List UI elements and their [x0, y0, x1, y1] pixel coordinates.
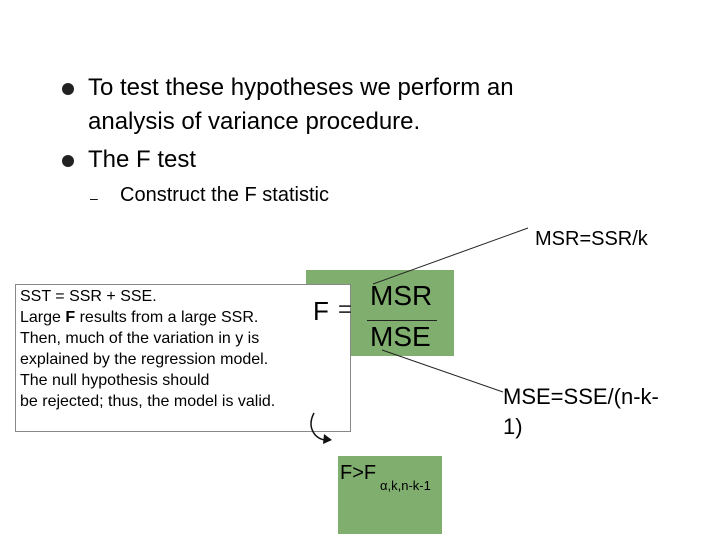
note-bold-f: F	[65, 309, 76, 326]
note-line-1: SST = SSR + SSE.	[20, 288, 157, 305]
f-critical-subscript: α,k,n-k-1	[380, 478, 431, 493]
formula-denominator: MSE	[370, 321, 431, 352]
f-critical-box	[338, 456, 442, 534]
mse-callout-line-2: 1)	[503, 414, 523, 439]
formula-lhs: F	[313, 296, 329, 326]
note-line-2: Large F results from a large SSR.	[20, 309, 259, 326]
mse-callout-line-1: MSE=SSE/(n-k-	[503, 384, 659, 409]
bullet-dot-2	[62, 155, 74, 167]
mse-connector-line	[381, 349, 504, 393]
formula-equals: =	[338, 296, 353, 323]
bullet-dot-1	[62, 83, 74, 95]
bullet-2: The F test	[88, 146, 197, 173]
note-line-4: explained by the regression model.	[20, 351, 269, 368]
msr-callout: MSR=SSR/k	[535, 228, 648, 250]
note-line-3: Then, much of the variation in y is	[20, 330, 260, 347]
sub-bullet-text: Construct the F statistic	[120, 184, 329, 206]
note-line-5: The null hypothesis should	[20, 372, 210, 389]
bullet-1-line-2: analysis of variance procedure.	[88, 108, 421, 135]
note-line-6: be rejected; thus, the model is valid.	[20, 393, 276, 410]
bullet-1-line-1: To test these hypotheses we perform an	[88, 74, 514, 101]
sub-bullet-dash: –	[90, 190, 98, 206]
arrow-head-icon	[323, 434, 332, 444]
f-critical-main: F>F	[340, 462, 377, 484]
note-box: SST = SSR + SSE. Large F results from a …	[15, 284, 351, 432]
fraction-bar	[367, 320, 437, 321]
formula-numerator: MSR	[370, 280, 433, 311]
